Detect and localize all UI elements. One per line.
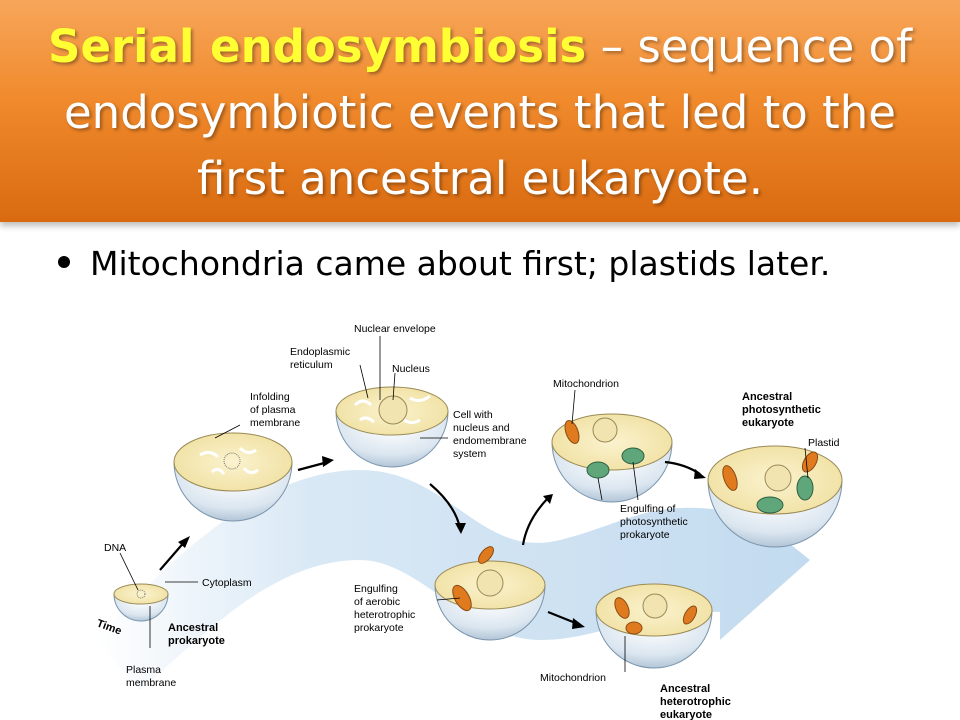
label-er-2: reticulum [290, 359, 333, 371]
label-engulf-photo-3: prokaryote [620, 529, 670, 541]
arrow-6-head [572, 618, 585, 629]
leader-lines [119, 336, 809, 672]
arrow-2-head [322, 456, 334, 467]
label-engulf-photo-1: Engulfing of [620, 503, 676, 515]
engulfing-aerobic-cell [434, 546, 546, 641]
label-anc-photo-1: Ancestral [742, 391, 792, 403]
label-mitochondrion-bottom: Mitochondrion [540, 672, 606, 684]
label-infolding-2: of plasma [250, 404, 296, 416]
engulfing-photosynthetic-cell [551, 413, 673, 503]
label-nucleus: Nucleus [392, 363, 430, 375]
slide-title: Serial endosymbiosis – sequence of endos… [20, 14, 940, 212]
arrow-4 [521, 497, 549, 546]
label-dna: DNA [104, 542, 126, 554]
arrow-1-head [178, 536, 190, 548]
label-nuclear-envelope: Nuclear envelope [354, 323, 436, 335]
arrow-4-head [543, 494, 553, 504]
label-engulf-photo-2: photosynthetic [620, 516, 688, 528]
label-engulf-aerobic-1: Engulfing [354, 583, 398, 595]
label-cell-with-4: system [453, 448, 487, 460]
label-engulf-aerobic-2: of aerobic [354, 596, 400, 608]
arrow-3-head [455, 523, 466, 534]
label-cell-with-1: Cell with [453, 409, 493, 421]
label-anc-photo-3: eukaryote [742, 417, 794, 429]
arrow-6-head-photo [694, 469, 706, 479]
label-plastid: Plastid [808, 437, 840, 449]
label-cell-with-3: endomembrane [453, 435, 527, 447]
infolding-cell [173, 432, 293, 522]
label-plasma-membrane-2: membrane [126, 677, 176, 689]
label-infolding-1: Infolding [250, 391, 290, 403]
label-ancestral-prokaryote-1: Ancestral [168, 622, 218, 634]
label-cytoplasm: Cytoplasm [202, 577, 252, 589]
label-cell-with-2: nucleus and [453, 422, 510, 434]
label-er-1: Endoplasmic [290, 346, 350, 358]
bullet-point: Mitochondria came about first; plastids … [58, 244, 830, 283]
bullet-text: Mitochondria came about first; plastids … [90, 244, 831, 283]
ancestral-prokaryote-cell [113, 583, 169, 622]
ancestral-heterotrophic-cell [595, 583, 713, 669]
endomembrane-cell [335, 386, 449, 468]
label-infolding-3: membrane [250, 417, 300, 429]
ancestral-photosynthetic-cell [707, 445, 843, 548]
title-highlight: Serial endosymbiosis [48, 20, 587, 73]
label-ancestral-prokaryote-2: prokaryote [168, 635, 225, 647]
label-anc-hetero-3: eukaryote [660, 709, 712, 720]
title-banner [0, 0, 960, 222]
label-mitochondrion-top: Mitochondrion [553, 378, 619, 390]
label-plasma-membrane-1: Plasma [126, 664, 161, 676]
label-engulf-aerobic-3: heterotrophic [354, 609, 415, 621]
title-rest: – sequence of endosymbiotic events that … [64, 20, 912, 205]
label-anc-photo-2: photosynthetic [742, 404, 821, 416]
label-anc-hetero-2: heterotrophic [660, 696, 731, 708]
bullet-dot-icon [58, 255, 70, 268]
label-engulf-aerobic-4: prokaryote [354, 622, 404, 634]
label-anc-hetero-1: Ancestral [660, 683, 710, 695]
